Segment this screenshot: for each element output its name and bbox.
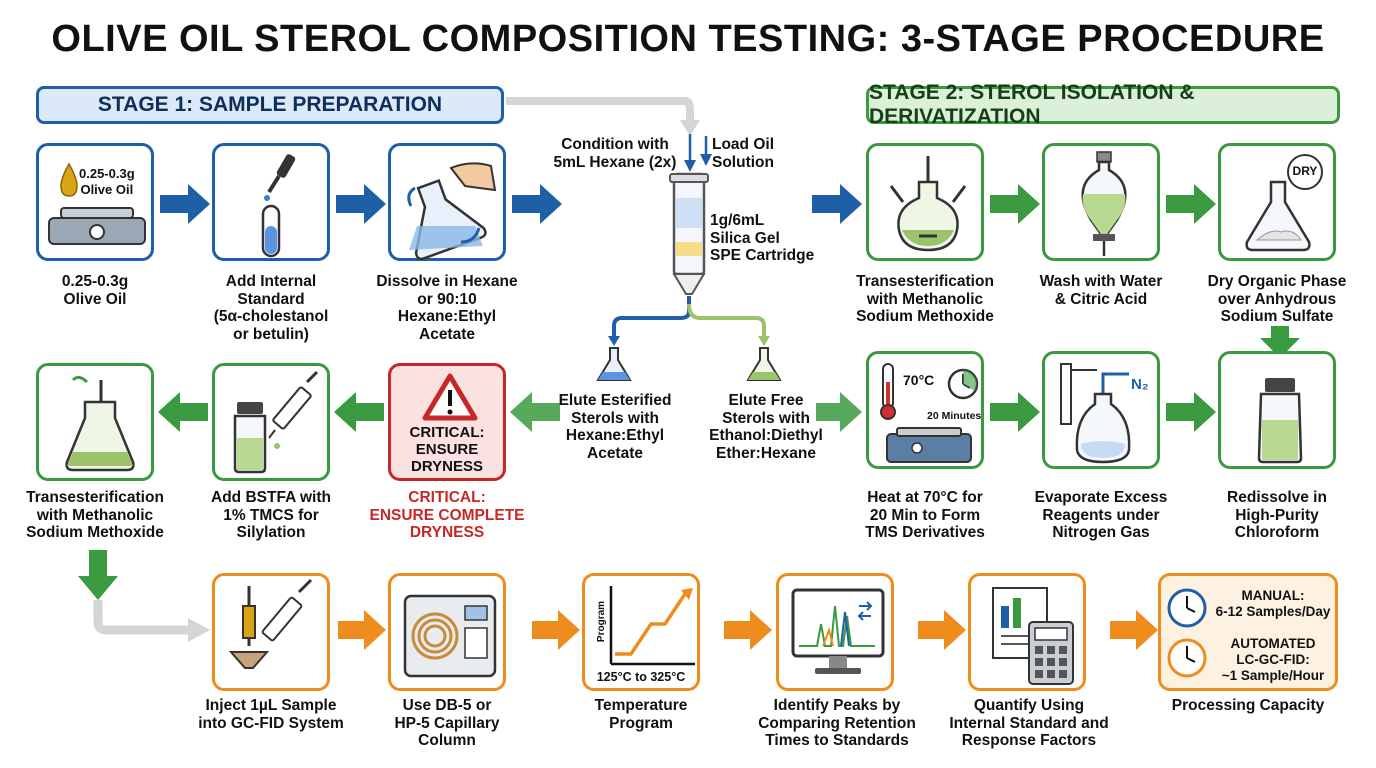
step-caption: Evaporate Excess Reagents under Nitrogen… <box>1034 489 1168 541</box>
transesterification-reactor-box <box>866 143 984 261</box>
step-caption: Wash with Water & Citric Acid <box>1039 273 1163 308</box>
elute-free-label: Elute Free Sterols with Ethanol:Diethyl … <box>709 392 823 462</box>
separatory-funnel-icon <box>1081 151 1127 256</box>
automated-rate: ~1 Sample/Hour <box>1221 668 1325 683</box>
heat-box: 70°C 20 Minutes <box>866 351 984 469</box>
page-title: OLIVE OIL STEROL COMPOSITION TESTING: 3-… <box>51 18 1325 60</box>
spe-cartridge-label: 1g/6mL Silica Gel SPE Cartridge <box>710 212 815 264</box>
silylation-box <box>212 363 330 481</box>
vial-icon <box>1257 378 1303 464</box>
automated-label: AUTOMATED LC-GC-FID: <box>1230 636 1316 667</box>
critical-box-text: CRITICAL: ENSURE DRYNESS <box>409 424 485 475</box>
injection-port-icon <box>228 578 313 669</box>
step-caption: Use DB-5 or HP-5 Capillary Column <box>394 697 500 749</box>
time-label: 20 Minutes <box>927 410 982 422</box>
sample-weigh-box: 0.25-0.3g Olive Oil <box>36 143 154 261</box>
three-neck-flask-icon <box>889 156 967 252</box>
syringe-vial-icon <box>233 370 319 474</box>
step-caption: Add BSTFA with 1% TMCS for Silylation <box>211 489 331 541</box>
chromatogram-monitor-icon <box>791 588 885 674</box>
warning-icon <box>422 373 478 421</box>
dry-badge: DRY <box>1292 164 1318 178</box>
dry-phase-box: DRY <box>1218 143 1336 261</box>
temperature-ramp-graph-icon <box>609 586 695 666</box>
wash-box <box>1042 143 1160 261</box>
inject-box <box>212 573 330 691</box>
flask-stirrer-icon <box>65 375 135 472</box>
flask-swirl-icon <box>407 162 497 261</box>
transesterification-box <box>36 363 154 481</box>
dropper-tube-icon <box>261 154 296 258</box>
temperature-program-box: Program 125°C to 325°C <box>582 573 700 691</box>
hotplate-thermometer-stopwatch-icon <box>880 363 979 463</box>
report-calculator-icon <box>992 587 1074 685</box>
step-caption: Add Internal Standard (5α-cholestanol or… <box>213 273 329 343</box>
redissolve-box <box>1218 351 1336 469</box>
processing-capacity-box: MANUAL: 6-12 Samples/Day AUTOMATED LC-GC… <box>1158 573 1338 691</box>
nitrogen-label: N₂ <box>1131 376 1149 393</box>
stage-1-label: STAGE 1: SAMPLE PREPARATION <box>36 86 504 124</box>
step-caption: Processing Capacity <box>1171 697 1325 714</box>
elute-esterified-label: Elute Esterified Sterols with Hexane:Eth… <box>558 392 672 462</box>
step-caption: Dissolve in Hexane or 90:10 Hexane:Ethyl… <box>376 273 518 343</box>
quantify-box <box>968 573 1086 691</box>
manual-rate: 6-12 Samples/Day <box>1215 604 1331 619</box>
dissolve-box <box>388 143 506 261</box>
step-caption: Transesterification with Methanolic Sodi… <box>856 273 994 325</box>
critical-dryness-box: CRITICAL: ENSURE DRYNESS <box>388 363 506 481</box>
temperature-range-label: 125°C to 325°C <box>596 670 686 684</box>
step-caption: Quantify Using Internal Standard and Res… <box>949 697 1109 749</box>
internal-standard-box <box>212 143 330 261</box>
column-box <box>388 573 506 691</box>
step-caption: Redissolve in High-Purity Chloroform <box>1227 489 1327 541</box>
temperature-label: 70°C <box>903 372 935 388</box>
gc-instrument-icon <box>403 594 497 678</box>
critical-caption: CRITICAL: ENSURE COMPLETE DRYNESS <box>369 489 525 541</box>
step-caption: Transesterification with Methanolic Sodi… <box>26 489 164 541</box>
step-caption: Heat at 70°C for 20 Min to Form TMS Deri… <box>865 489 985 541</box>
sample-weight-label: 0.25-0.3g Olive Oil <box>79 166 135 197</box>
step-caption: Temperature Program <box>594 697 688 732</box>
graph-axis-label: Program <box>596 600 608 643</box>
drying-flask-icon <box>1245 154 1323 252</box>
evaporate-box: N₂ <box>1042 351 1160 469</box>
manual-label: MANUAL: <box>1241 588 1305 603</box>
stage-2-label: STAGE 2: STEROL ISOLATION & DERIVATIZATI… <box>866 81 1340 128</box>
clocks-icon <box>1167 588 1207 678</box>
identify-peaks-box <box>776 573 894 691</box>
nitrogen-evaporator-icon <box>1060 363 1131 464</box>
step-caption: Dry Organic Phase over Anhydrous Sodium … <box>1207 273 1347 325</box>
spe-condition-label: Condition with 5mL Hexane (2x) <box>553 136 677 171</box>
step-caption: 0.25-0.3g Olive Oil <box>61 273 129 308</box>
scale-oil-icon <box>48 162 146 245</box>
spe-load-label: Load Oil Solution <box>712 136 774 171</box>
step-caption: Inject 1µL Sample into GC-FID System <box>198 697 344 732</box>
step-caption: Identify Peaks by Comparing Retention Ti… <box>758 697 916 749</box>
